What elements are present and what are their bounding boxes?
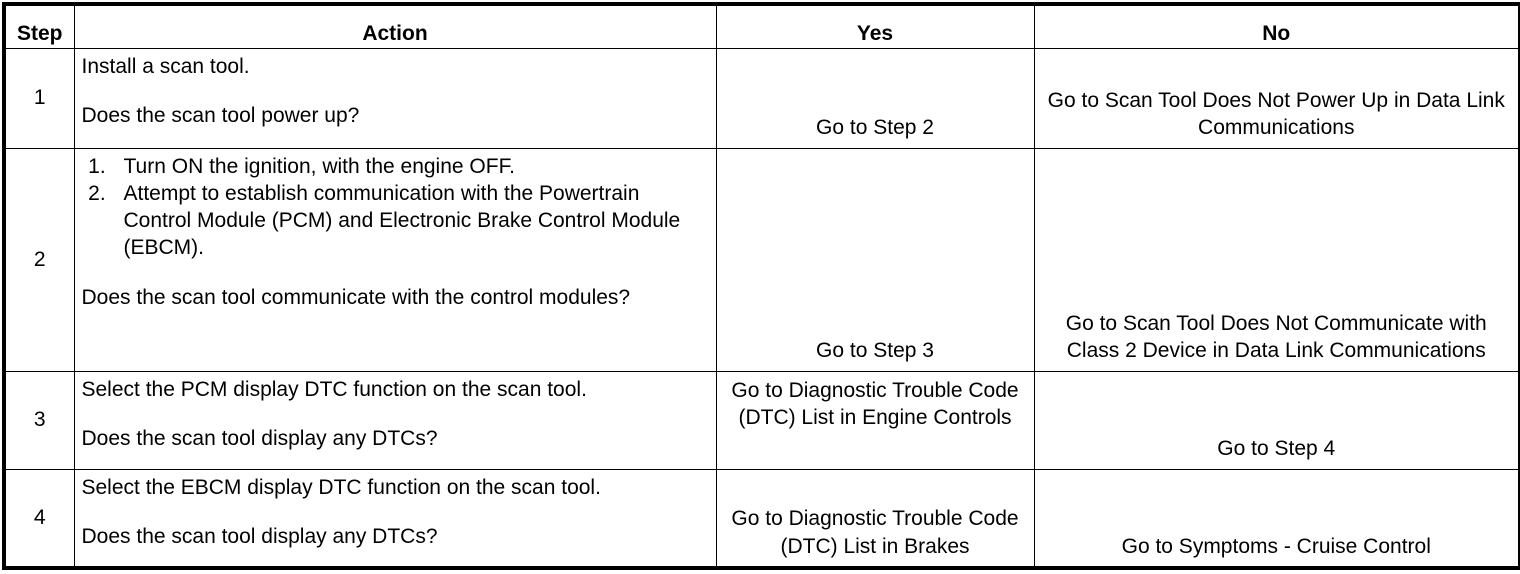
action-question-line: Does the scan tool display any DTCs?	[81, 524, 438, 548]
action-text-line: Install a scan tool.	[81, 54, 250, 78]
action-cell: Select the EBCM display DTC function on …	[73, 468, 717, 569]
action-spacer	[82, 262, 710, 284]
yes-branch-text: Go to Diagnostic Trouble Code (DTC) List…	[731, 378, 1019, 429]
no-cell: Go to Scan Tool Does Not Power Up in Dat…	[1033, 47, 1520, 149]
no-branch-text: Go to Scan Tool Does Not Communicate wit…	[1065, 311, 1487, 363]
table-row: 1 Install a scan tool. Does the scan too…	[3, 47, 1520, 149]
action-list-item: Attempt to establish communication with …	[112, 180, 710, 262]
table-row: 4 Select the EBCM display DTC function o…	[3, 468, 1520, 569]
yes-branch-text: Go to Diagnostic Trouble Code (DTC) List…	[731, 507, 1019, 558]
column-header-no: No	[1033, 3, 1520, 49]
yes-cell: Go to Step 2	[715, 47, 1035, 149]
step-number: 3	[3, 370, 75, 470]
no-cell: Go to Step 4	[1033, 370, 1520, 470]
action-cell: Install a scan tool. Does the scan tool …	[73, 47, 717, 149]
no-branch-text: Go to Symptoms - Cruise Control	[1121, 534, 1431, 558]
column-header-step: Step	[3, 3, 75, 49]
yes-cell: Go to Diagnostic Trouble Code (DTC) List…	[715, 468, 1035, 569]
yes-branch-text: Go to Step 3	[816, 339, 934, 363]
action-spacer	[82, 403, 710, 425]
no-branch-text: Go to Scan Tool Does Not Power Up in Dat…	[1047, 88, 1505, 140]
action-spacer	[82, 501, 710, 523]
table-row: 3 Select the PCM display DTC function on…	[3, 370, 1520, 470]
action-question-line: Does the scan tool power up?	[81, 103, 360, 127]
yes-branch-text: Go to Step 2	[816, 116, 934, 140]
table-header: Step Action Yes No	[3, 3, 1520, 49]
table-body: 1 Install a scan tool. Does the scan too…	[3, 47, 1520, 569]
no-cell: Go to Scan Tool Does Not Communicate wit…	[1033, 147, 1520, 372]
action-question-line: Does the scan tool display any DTCs?	[81, 426, 438, 450]
step-number: 1	[3, 47, 75, 149]
action-ordered-list: Turn ON the ignition, with the engine OF…	[82, 153, 710, 262]
no-cell: Go to Symptoms - Cruise Control	[1033, 468, 1520, 569]
action-text-line: Select the EBCM display DTC function on …	[81, 475, 601, 499]
action-spacer	[82, 80, 710, 102]
action-cell: Turn ON the ignition, with the engine OF…	[73, 147, 717, 372]
table-row: 2 Turn ON the ignition, with the engine …	[3, 147, 1520, 372]
action-question-line: Does the scan tool communicate with the …	[81, 285, 631, 309]
column-header-action: Action	[73, 3, 717, 49]
column-header-yes: Yes	[715, 3, 1035, 49]
header-row: Step Action Yes No	[3, 3, 1520, 49]
action-cell: Select the PCM display DTC function on t…	[73, 370, 717, 470]
yes-cell: Go to Step 3	[715, 147, 1035, 372]
step-number: 2	[3, 147, 75, 372]
no-branch-text: Go to Step 4	[1217, 437, 1336, 461]
action-text-line: Select the PCM display DTC function on t…	[81, 377, 587, 401]
step-number: 4	[3, 468, 75, 569]
action-list-item: Turn ON the ignition, with the engine OF…	[112, 153, 710, 180]
yes-cell: Go to Diagnostic Trouble Code (DTC) List…	[715, 370, 1035, 470]
